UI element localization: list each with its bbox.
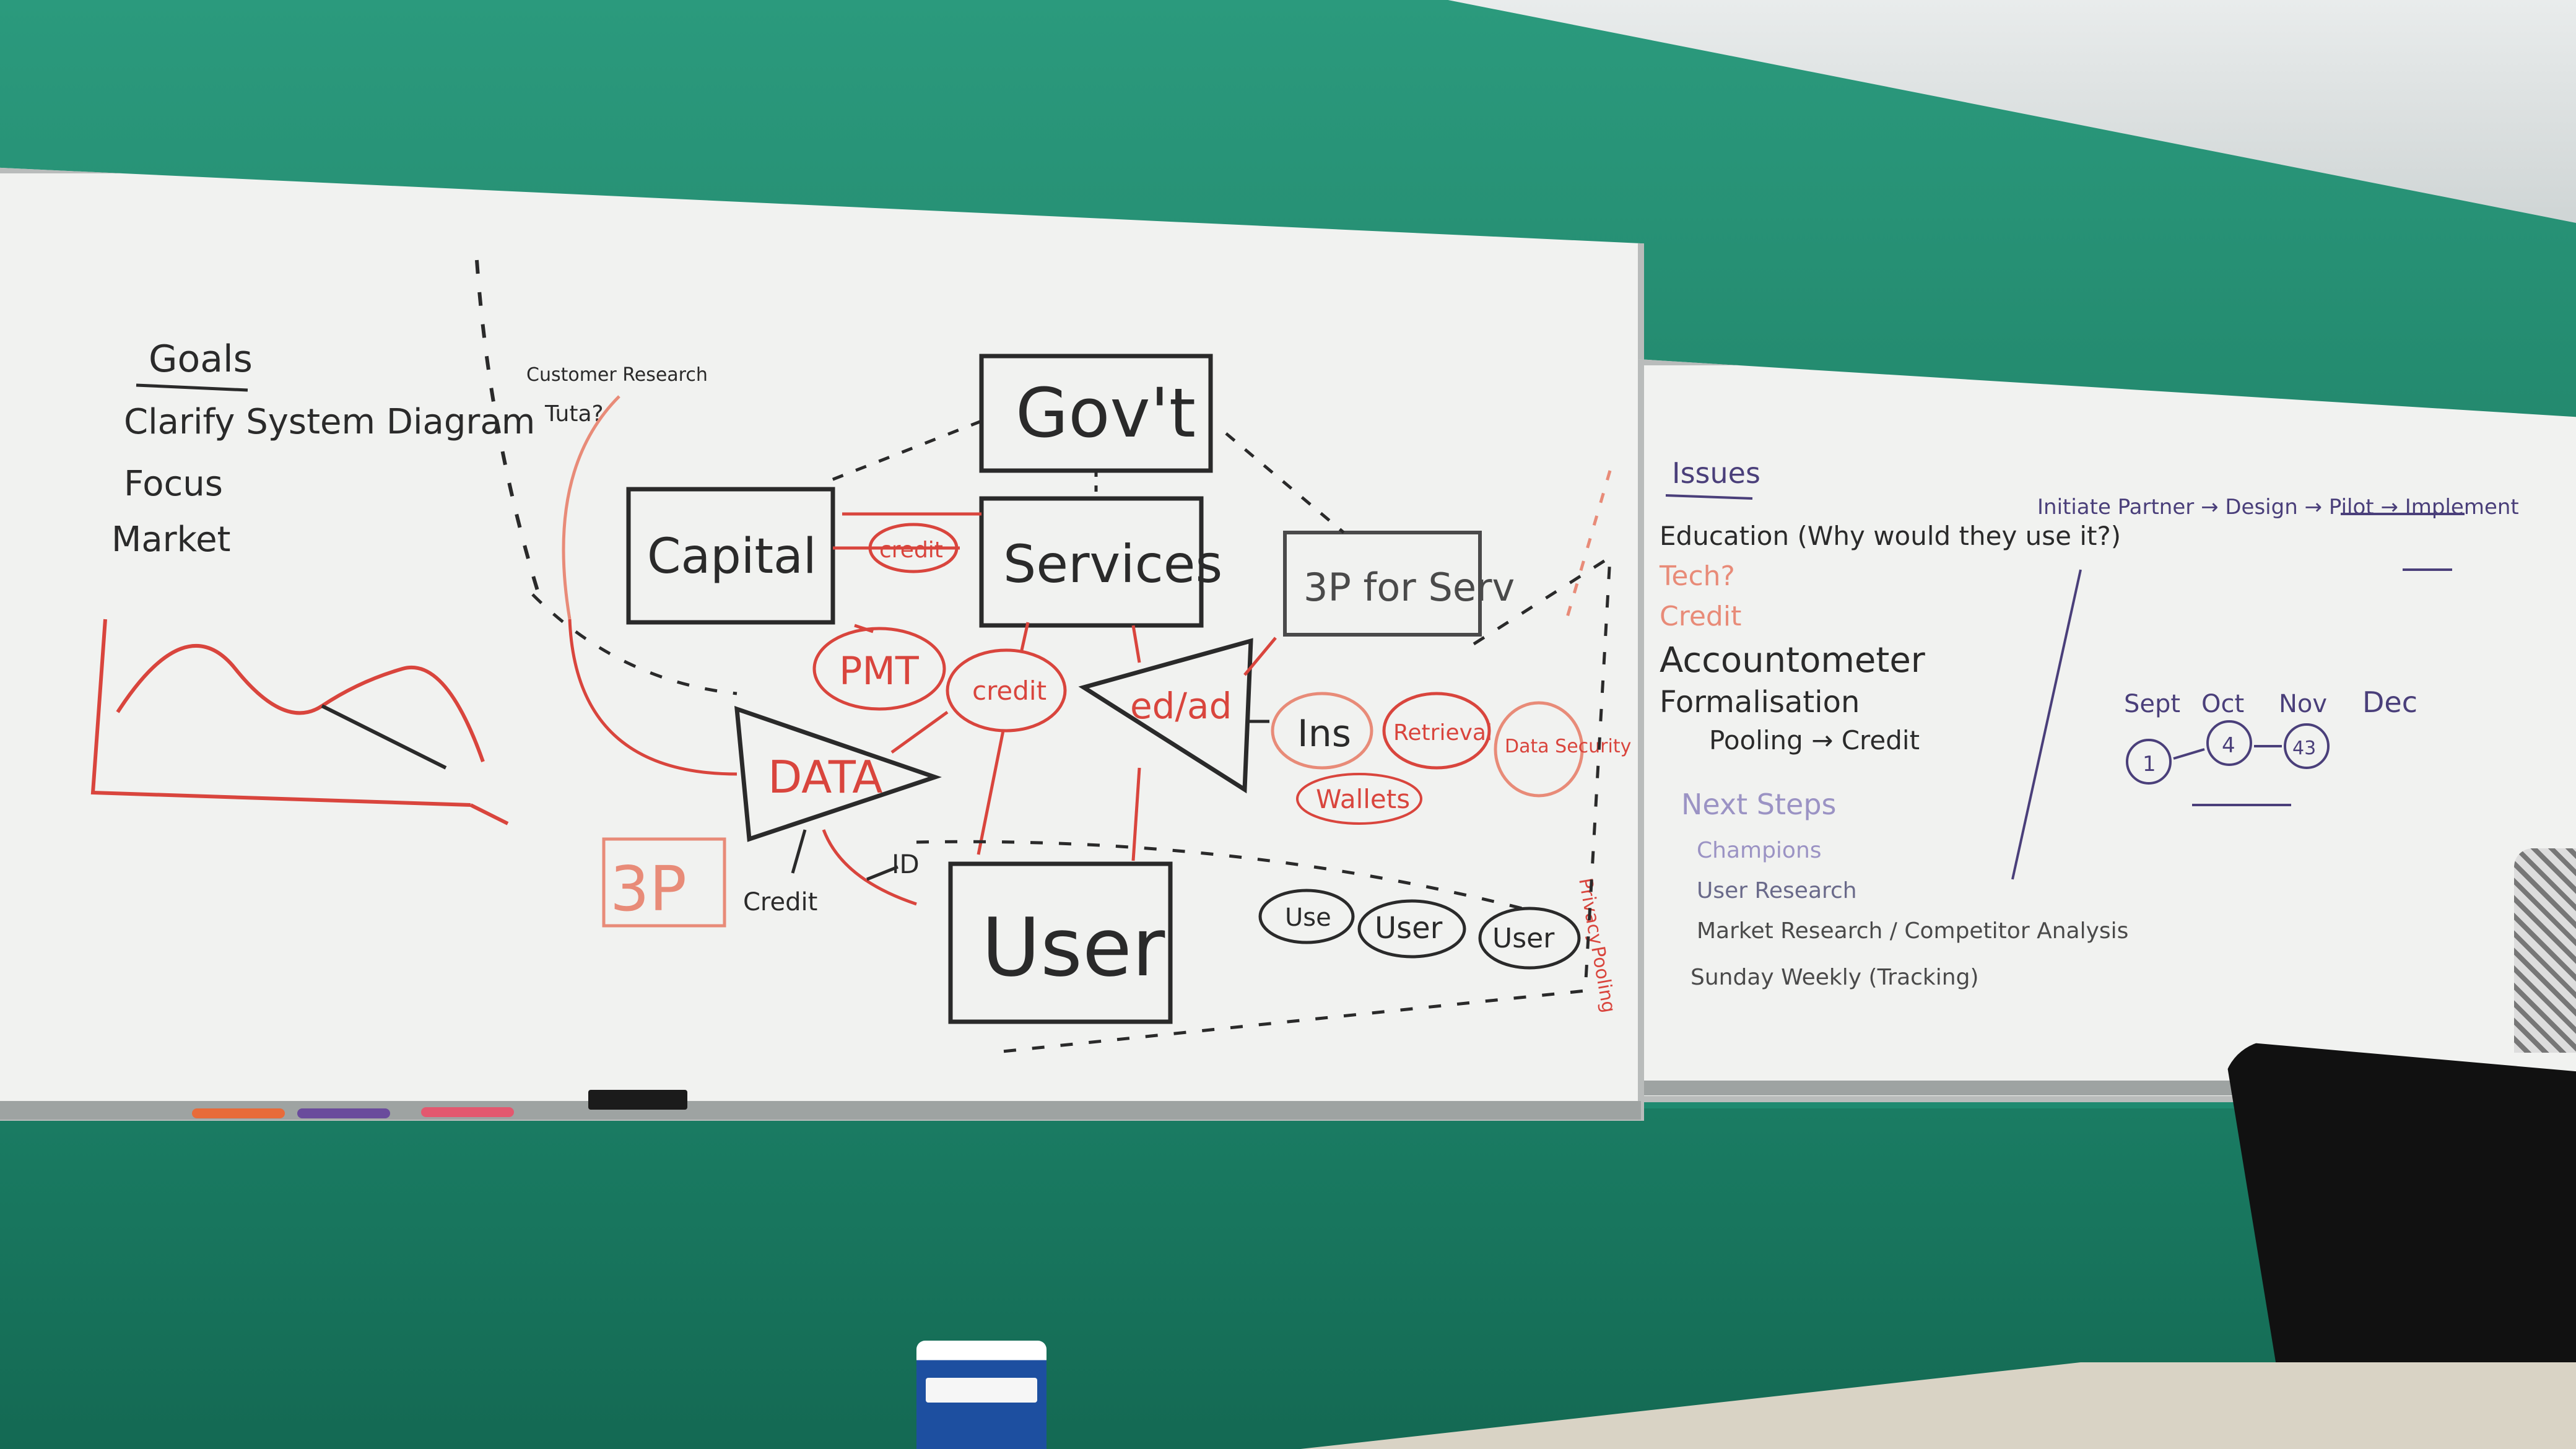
credit-small-label: Credit [743,888,817,916]
issue-item-5: Formalisation [1660,685,1860,720]
third-party-serv-label: 3P for Serv [1303,565,1515,610]
system-diagram: Gov't Capital Services 3P for Serv DATA … [531,354,1631,1055]
wave-graph [90,619,509,825]
wallets-ellipse [1296,773,1422,825]
dashed-divider [475,259,541,595]
id-label: ID [892,849,920,879]
goal-item-1: Clarify System Diagram [124,402,535,442]
count-1: 1 [2143,752,2156,777]
issue-item-1: Education (Why would they use it?) [1660,521,2121,551]
goal-item-3: Market [111,520,231,560]
ins-label: Ins [1297,712,1351,755]
user-bubble-3-label: User [1492,923,1555,954]
issue-item-6: Pooling → Credit [1709,725,1920,755]
next-step-1: Champions [1697,838,1822,863]
wallets-label: Wallets [1316,784,1410,814]
third-party-label: 3P [610,853,687,925]
connection-lines [531,395,1612,1055]
month-sept: Sept [2124,690,2180,718]
issues-title: Issues [1672,456,1760,490]
month-nov: Nov [2279,690,2327,718]
issues-section: Issues Education (Why would they use it?… [1659,456,2121,755]
next-step-4: Sunday Weekly (Tracking) [1690,965,1979,990]
timeline-header: Initiate Partner → Design → Pilot → Impl… [2037,495,2519,520]
pink-marker [421,1107,514,1117]
issue-item-4: Accountometer [1660,640,1926,681]
research-line-1: Customer Research [526,364,708,386]
issue-item-3: Credit [1660,601,1741,632]
count-2: 4 [2222,733,2235,758]
red-marker [192,1108,285,1118]
retrieval-label: Retrieval [1393,720,1492,746]
third-party-serv-box [1283,531,1482,637]
research-line-2: Tuta? [544,401,604,427]
count-circle-3 [2284,723,2330,769]
data-triangle [734,705,942,842]
whiteboard-right [1638,359,2576,1102]
retrieval-ellipse [1382,692,1491,770]
services-label: Services [1003,534,1222,594]
next-steps-title: Next Steps [1681,788,1836,821]
user-bubble-2-label: User [1375,911,1443,946]
person-shirt [2514,848,2576,1053]
next-step-3: Market Research / Competitor Analysis [1697,918,2128,944]
data-security-ellipse [1494,701,1584,798]
issue-item-2: Tech? [1659,560,1735,592]
credit-upper-label: credit [879,537,943,563]
goal-item-2: Focus [124,464,223,504]
count-3: 43 [2292,738,2316,759]
credit-mid-label: credit [972,676,1046,706]
goals-section: Goals Clarify System Diagram Focus Marke… [111,337,535,560]
ed-ad-label: ed/ad [1130,685,1232,727]
credit-mid-ellipse [946,648,1067,733]
data-security-label: Data Security [1505,736,1631,757]
whiteboard-eraser [588,1090,687,1110]
pmt-label: PMT [839,648,920,694]
count-circle-2 [2206,720,2252,766]
user-bubble-3 [1478,907,1581,970]
user-box [948,861,1173,1024]
capital-box [626,487,835,625]
ed-ad-triangle [1078,638,1253,794]
data-label: DATA [768,751,882,803]
next-step-2: User Research [1697,878,1857,903]
wipes-label [926,1378,1037,1403]
research-note: Customer Research Tuta? [526,364,708,427]
user-bubble-1 [1258,889,1355,944]
timeline-section: Initiate Partner → Design → Pilot → Impl… [2011,495,2519,880]
month-dec: Dec [2362,685,2417,719]
purple-marker [297,1108,390,1118]
third-party-box [602,837,726,928]
next-steps-section: Next Steps Champions User Research Marke… [1681,788,2128,990]
pooling-note: Pooling [1586,944,1619,1014]
goals-title: Goals [149,337,253,381]
user-bubble-1-label: Use [1285,903,1331,932]
count-circle-1 [2126,739,2172,785]
capital-label: Capital [647,529,817,585]
ins-ellipse [1271,692,1373,770]
user-bubble-2 [1357,899,1466,959]
services-box [979,496,1204,628]
pmt-ellipse [812,627,946,711]
user-label: User [981,900,1165,994]
govt-label: Gov't [1016,373,1196,453]
month-oct: Oct [2201,690,2244,718]
